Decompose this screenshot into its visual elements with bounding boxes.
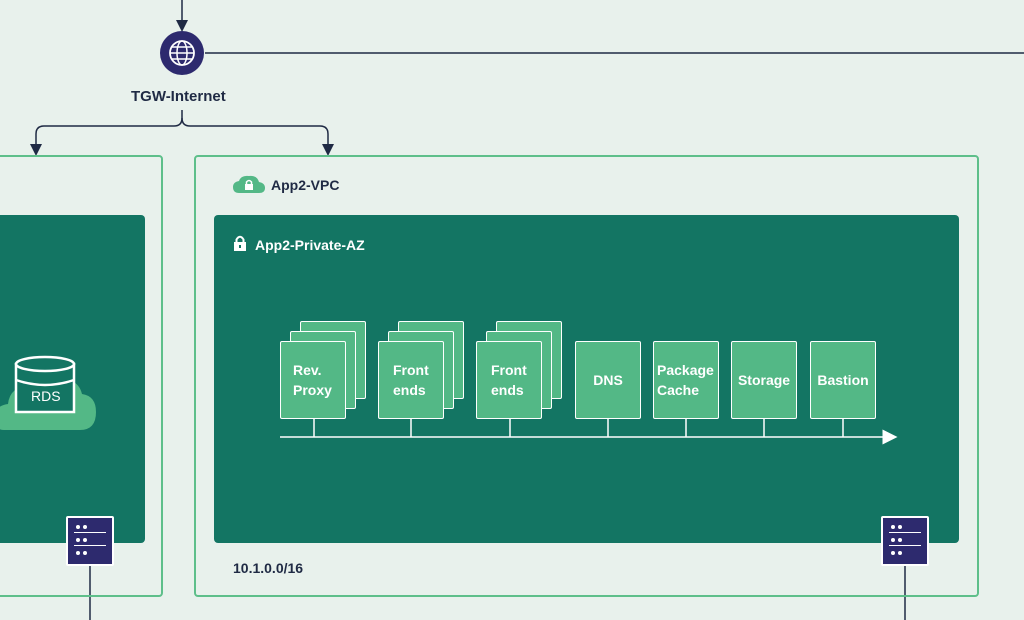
rds-label: RDS [31, 388, 61, 404]
gateway-label: TGW-Internet [131, 88, 226, 105]
cloud-lock-icon [233, 175, 265, 200]
database-cloud-icon [0, 355, 96, 430]
vpc-cidr-label: 10.1.0.0/16 [233, 560, 304, 576]
gateway-node[interactable] [160, 31, 204, 75]
globe-icon [169, 40, 195, 66]
service-rev-proxy[interactable]: Rev.Proxy [280, 341, 346, 419]
app-vpc-box [194, 155, 979, 597]
app-vpc-label: App2-VPC [271, 177, 340, 193]
left-server-icon[interactable] [66, 516, 114, 566]
left-vpc-box [0, 155, 163, 597]
gateway-branch-right [181, 117, 334, 156]
right-server-icon[interactable] [881, 516, 929, 566]
service-dns[interactable]: DNS [575, 341, 641, 419]
gateway-branch [30, 110, 183, 156]
app-az-label: App2-Private-AZ [255, 237, 365, 253]
service-storage[interactable]: Storage [731, 341, 797, 419]
service-bastion[interactable]: Bastion [810, 341, 876, 419]
rds-database-node[interactable]: RDS [0, 350, 100, 440]
lock-icon [233, 235, 247, 256]
